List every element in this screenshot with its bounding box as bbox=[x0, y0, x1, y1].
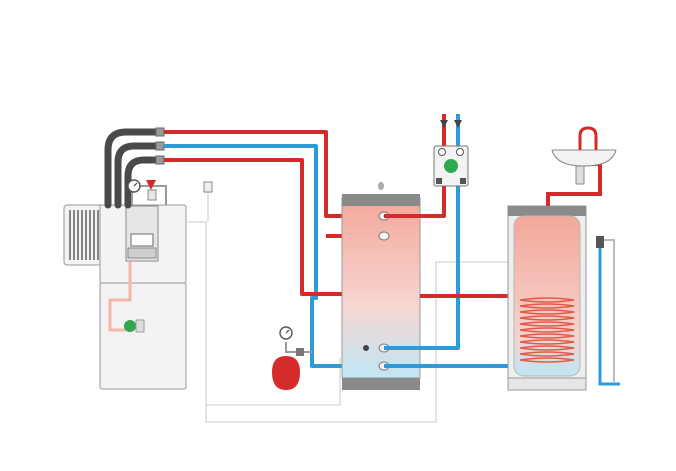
dhw-heating-coil bbox=[519, 297, 575, 363]
control-display bbox=[130, 233, 154, 247]
sensor-line-lower bbox=[206, 358, 341, 406]
cold-inlet-riser bbox=[604, 239, 615, 382]
coil-turn bbox=[519, 351, 575, 357]
flex-hose-1 bbox=[104, 128, 162, 209]
dhw-tank-top-cap bbox=[508, 206, 586, 216]
dhw-tank-body bbox=[513, 215, 581, 377]
valve-icon bbox=[454, 120, 462, 128]
coil-turn bbox=[519, 309, 575, 315]
pump-group-valves-top bbox=[440, 120, 462, 128]
coil-turn bbox=[519, 333, 575, 339]
gauge-needle bbox=[133, 182, 138, 187]
circulation-pump-icon bbox=[444, 159, 458, 173]
coil-turn bbox=[519, 315, 575, 321]
sink-basin bbox=[551, 149, 617, 167]
flex-hose-2 bbox=[114, 142, 162, 209]
pump-group-valve bbox=[436, 178, 442, 184]
hose-fitting bbox=[155, 155, 165, 165]
buffer-sensor-icon bbox=[363, 345, 369, 351]
coil-turn bbox=[519, 297, 575, 303]
cold-inlet-pipe bbox=[598, 248, 620, 386]
safety-group bbox=[127, 179, 167, 205]
dhw-tank bbox=[507, 205, 587, 391]
sensor-wiring bbox=[188, 190, 512, 423]
cold-water-inlet bbox=[596, 236, 620, 386]
coil-turn bbox=[519, 321, 575, 327]
outdoor-sensor-icon bbox=[203, 181, 213, 193]
flex-hoses bbox=[104, 128, 162, 209]
buffer-port-hot-mid bbox=[378, 231, 390, 241]
valve-icon bbox=[440, 120, 448, 128]
buffer-tank-bottom-cap bbox=[342, 378, 420, 390]
hose-fitting bbox=[155, 141, 165, 151]
buffer-tank-top-cap bbox=[342, 194, 420, 206]
expansion-vessel bbox=[272, 356, 300, 390]
expansion-valve bbox=[296, 348, 304, 356]
sink-assembly bbox=[546, 126, 617, 206]
buffer-tank-vent bbox=[378, 182, 384, 190]
coil-turn bbox=[519, 303, 575, 309]
pump-thermometer-icon bbox=[456, 148, 464, 156]
pump-group bbox=[433, 145, 469, 187]
cold-pipe-to-pump-group bbox=[384, 114, 460, 350]
flex-hose-3 bbox=[124, 156, 162, 209]
faucet-icon bbox=[578, 126, 598, 150]
pump-group-valve bbox=[460, 178, 466, 184]
coil-turn bbox=[519, 339, 575, 345]
control-module bbox=[127, 247, 157, 259]
coil-turn bbox=[519, 327, 575, 333]
coil-turn bbox=[519, 357, 575, 363]
cold-pipe-return bbox=[164, 144, 384, 368]
hose-fitting bbox=[155, 127, 165, 137]
fan-grille bbox=[69, 210, 103, 260]
hot-pipe-to-sink bbox=[546, 162, 602, 206]
expansion-vessel-assembly bbox=[272, 326, 312, 390]
air-vent-icon bbox=[147, 189, 157, 201]
gauge-needle bbox=[285, 329, 290, 334]
heat-pump-unit bbox=[63, 204, 187, 390]
hose-fittings bbox=[155, 127, 165, 165]
sensor-line-buffer bbox=[188, 221, 512, 423]
internal-pump-icon bbox=[124, 320, 136, 332]
heat-pump-lower-cabinet bbox=[99, 282, 187, 390]
coil-turn bbox=[519, 345, 575, 351]
drain-trap bbox=[575, 165, 585, 185]
pump-thermometer-icon bbox=[438, 148, 446, 156]
safety-valve-icon bbox=[146, 180, 156, 190]
hot-pipe-second bbox=[164, 158, 344, 296]
pump-body bbox=[135, 319, 145, 333]
cold-inlet-valve-icon bbox=[596, 236, 604, 248]
primary-loop-pipe bbox=[108, 262, 132, 332]
buffer-tank bbox=[341, 182, 421, 390]
